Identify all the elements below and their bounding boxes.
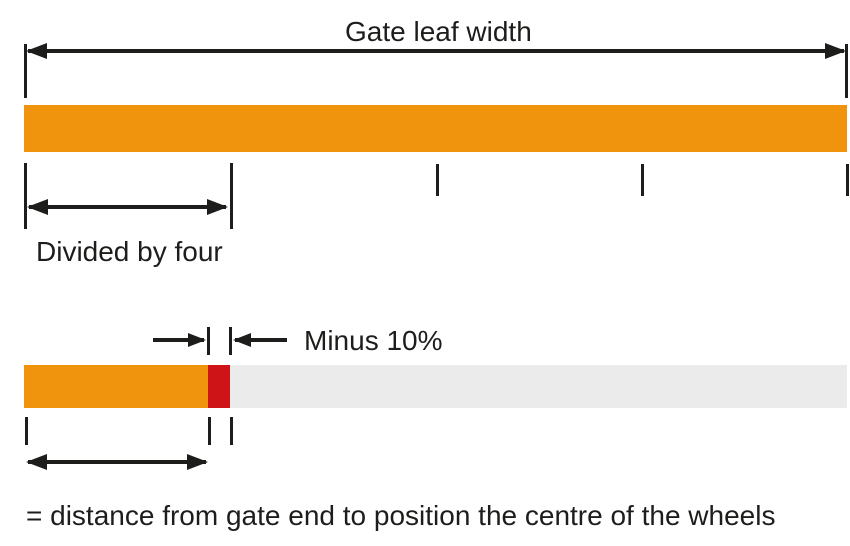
left-arrowhead-icon [26,43,47,59]
quarter-tick-3 [436,164,439,196]
arrow-shaft [29,205,226,209]
minus-tick-left [207,327,210,355]
wheel-distance-arrow [26,454,208,470]
left-arrowhead-icon [233,333,251,347]
right-arrowhead-icon [187,454,208,470]
gate-width-dimension-arrow [26,43,846,59]
quarter-tick-2 [230,163,233,229]
right-arrowhead-icon [825,43,846,59]
gate-width-end-tick-right [845,44,848,98]
distance-caption: = distance from gate end to position the… [26,500,776,531]
right-arrowhead-icon [207,199,228,215]
quarter-tick-1 [24,163,27,229]
arrow-shaft [28,49,844,53]
right-arrowhead-icon [188,333,206,347]
gate-width-end-tick-left [24,44,27,98]
gate-leaf-bar [24,105,847,152]
gate-leaf-width-label: Gate leaf width [345,16,532,47]
divided-by-four-label: Divided by four [36,236,223,267]
distance-tick-left [25,417,28,445]
left-arrowhead-icon [26,454,47,470]
arrow-shaft [235,338,287,342]
distance-tick-middle [208,417,211,445]
arrow-shaft [28,460,206,464]
minus-ten-percent-label: Minus 10% [304,325,443,356]
minus-pointer-arrow-left [151,332,206,348]
quarter-tick-4 [641,164,644,196]
quarter-tick-5 [846,164,849,196]
minus-tick-right [229,327,232,355]
minus-pointer-arrow-right [233,332,289,348]
left-arrowhead-icon [27,199,48,215]
wheel-distance-segment [24,365,208,408]
ten-percent-segment [208,365,230,408]
distance-tick-right [230,417,233,445]
arrow-shaft [153,338,204,342]
quarter-dimension-arrow [27,199,228,215]
gate-remainder-segment [230,365,847,408]
